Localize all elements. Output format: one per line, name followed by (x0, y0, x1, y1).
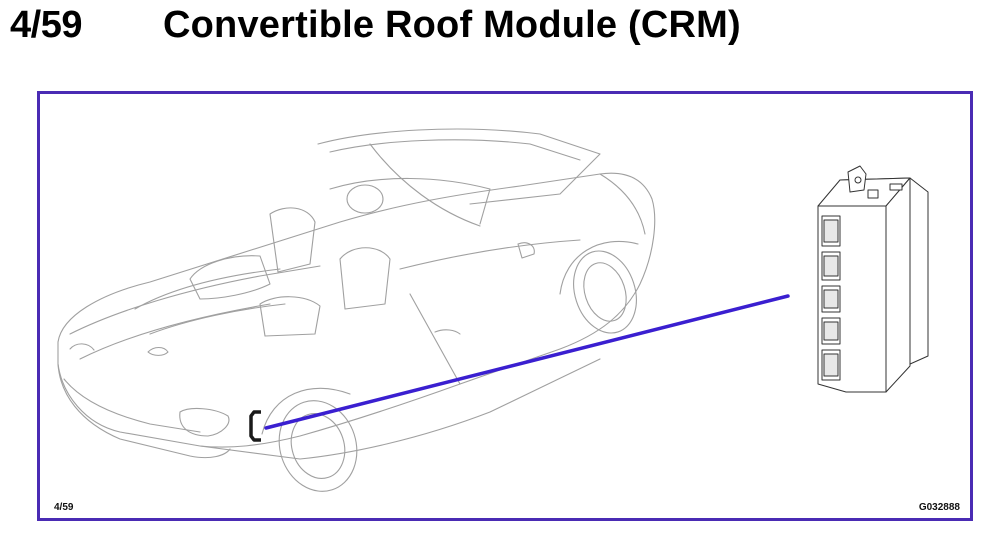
page-number: 4/59 (10, 4, 82, 46)
figure-ref-left: 4/59 (54, 502, 74, 513)
pointer-line (264, 294, 790, 430)
crm-module-drawing (817, 165, 929, 393)
figure-frame: 4/59 G032888 (37, 91, 973, 521)
page-title: Convertible Roof Module (CRM) (163, 4, 741, 46)
car-drawing (57, 128, 656, 492)
illustration (57, 128, 929, 492)
figure-ref-right: G032888 (918, 502, 960, 513)
crm-location-marker (249, 410, 261, 442)
